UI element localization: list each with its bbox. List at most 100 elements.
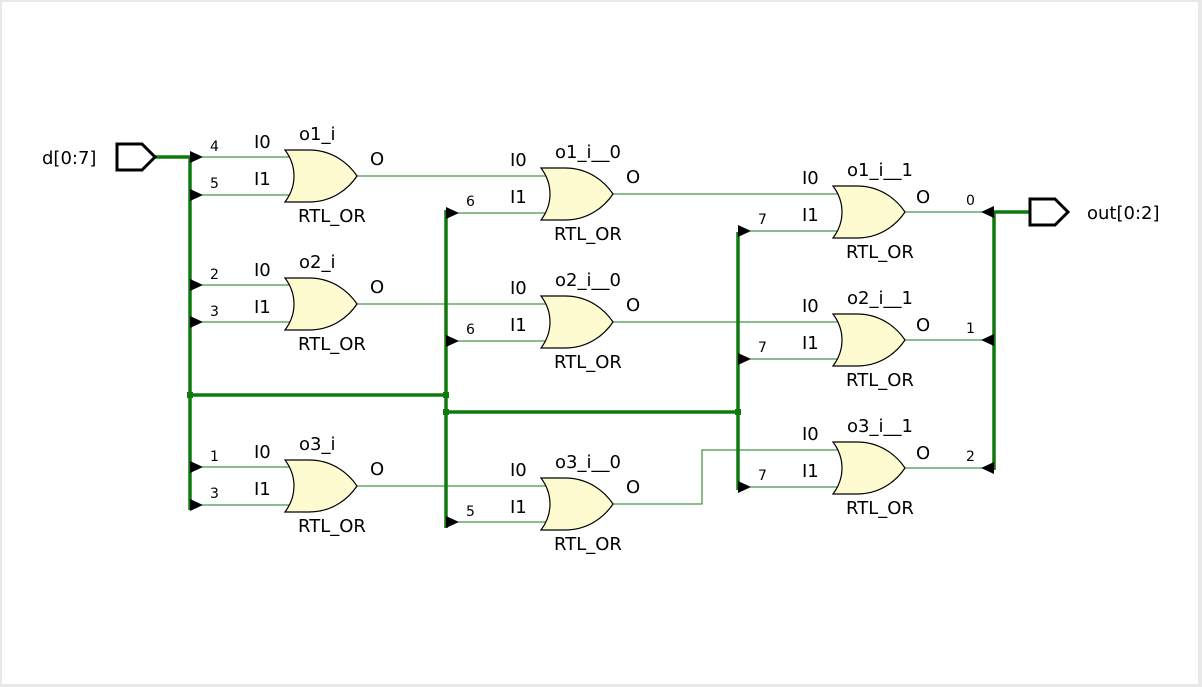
gate-in0-label: I0 bbox=[254, 442, 271, 463]
gate-o3_i__0[interactable]: I0 I1 O o3_i__0 RTL_OR 5 bbox=[466, 452, 640, 555]
output-port-label: out[0:2] bbox=[1087, 203, 1160, 224]
bit-index: 7 bbox=[758, 212, 767, 228]
tap-arrow bbox=[981, 206, 994, 218]
tap-arrow bbox=[981, 334, 994, 346]
gate-in1-label: I1 bbox=[802, 461, 819, 482]
gate-in0-label: I0 bbox=[254, 132, 271, 153]
gate-instance-name: o1_i__1 bbox=[847, 160, 913, 181]
tap-arrow bbox=[190, 316, 203, 328]
gate-in1-label: I1 bbox=[802, 205, 819, 226]
bus-tap-arrows bbox=[190, 151, 994, 528]
bit-index: 2 bbox=[966, 449, 975, 465]
net-wire bbox=[613, 449, 841, 505]
gate-instance-name: o2_i__1 bbox=[847, 288, 913, 309]
input-port-label: d[0:7] bbox=[42, 148, 96, 169]
gate-out-label: O bbox=[916, 187, 930, 208]
gate-out-label: O bbox=[370, 459, 384, 480]
gate-o2_i[interactable]: I0 I1 O o2_i RTL_OR 2 3 bbox=[210, 252, 384, 355]
gate-type-label: RTL_OR bbox=[846, 370, 914, 391]
gate-o2_i__0[interactable]: I0 I1 O o2_i__0 RTL_OR 6 bbox=[466, 270, 640, 373]
gate-o1_i[interactable]: I0 I1 O o1_i RTL_OR 4 5 bbox=[210, 124, 384, 227]
gate-in0-label: I0 bbox=[510, 150, 527, 171]
tap-arrow bbox=[190, 499, 203, 511]
gate-in1-label: I1 bbox=[802, 333, 819, 354]
bit-index: 7 bbox=[758, 468, 767, 484]
tap-arrow bbox=[738, 481, 751, 493]
output-port-shape[interactable] bbox=[1028, 197, 1071, 227]
net-wires bbox=[190, 156, 994, 523]
tap-arrow bbox=[190, 189, 203, 201]
gate-out-label: O bbox=[626, 167, 640, 188]
output-port[interactable]: out[0:2] bbox=[1028, 197, 1160, 227]
bit-index: 2 bbox=[210, 267, 219, 283]
gate-in0-label: I0 bbox=[510, 278, 527, 299]
gate-type-label: RTL_OR bbox=[846, 498, 914, 519]
tap-arrow bbox=[190, 461, 203, 473]
bit-index: 1 bbox=[210, 449, 219, 465]
bit-index: 4 bbox=[210, 139, 219, 155]
tap-arrow bbox=[190, 279, 203, 291]
gate-instance-name: o1_i__0 bbox=[555, 142, 621, 163]
gate-instance-name: o3_i__1 bbox=[847, 416, 913, 437]
tap-arrow bbox=[981, 462, 994, 474]
gate-in1-label: I1 bbox=[510, 497, 527, 518]
gate-in1-label: I1 bbox=[254, 297, 271, 318]
gate-o2_i__1[interactable]: I0 I1 O o2_i__1 RTL_OR 7 1 bbox=[758, 288, 975, 391]
gate-type-label: RTL_OR bbox=[554, 534, 622, 555]
bit-index: 7 bbox=[758, 340, 767, 356]
gate-type-label: RTL_OR bbox=[298, 206, 366, 227]
tap-arrow bbox=[446, 516, 459, 528]
bit-index: 5 bbox=[466, 504, 475, 520]
gate-in0-label: I0 bbox=[510, 460, 527, 481]
tap-arrow bbox=[738, 225, 751, 237]
gate-in1-label: I1 bbox=[254, 169, 271, 190]
bus-junction bbox=[187, 392, 193, 398]
gate-in0-label: I0 bbox=[802, 424, 819, 445]
gate-type-label: RTL_OR bbox=[554, 224, 622, 245]
tap-arrow bbox=[190, 151, 203, 163]
bus-junction bbox=[443, 392, 449, 398]
bit-index: 1 bbox=[966, 321, 975, 337]
gate-instance-name: o3_i__0 bbox=[555, 452, 621, 473]
bit-index: 5 bbox=[210, 176, 219, 192]
gate-o3_i__1[interactable]: I0 I1 O o3_i__1 RTL_OR 7 2 bbox=[758, 416, 975, 519]
bit-index: 3 bbox=[210, 486, 219, 502]
gate-type-label: RTL_OR bbox=[554, 352, 622, 373]
bit-index: 6 bbox=[466, 194, 475, 210]
gate-out-label: O bbox=[370, 149, 384, 170]
gate-instance-name: o3_i bbox=[299, 434, 335, 455]
gate-o1_i__0[interactable]: I0 I1 O o1_i__0 RTL_OR 6 bbox=[466, 142, 640, 245]
bus-junction bbox=[443, 409, 449, 415]
gate-out-label: O bbox=[370, 277, 384, 298]
gate-instance-name: o2_i__0 bbox=[555, 270, 621, 291]
gate-type-label: RTL_OR bbox=[298, 516, 366, 537]
bit-index: 3 bbox=[210, 304, 219, 320]
input-port[interactable]: d[0:7] bbox=[42, 142, 158, 172]
gate-o1_i__1[interactable]: I0 I1 O o1_i__1 RTL_OR 7 0 bbox=[758, 160, 975, 263]
tap-arrow bbox=[738, 353, 751, 365]
gate-out-label: O bbox=[916, 443, 930, 464]
tap-arrow bbox=[446, 207, 459, 219]
gate-out-label: O bbox=[626, 477, 640, 498]
bus-junction bbox=[735, 409, 741, 415]
bit-index: 0 bbox=[966, 193, 975, 209]
gate-in1-label: I1 bbox=[510, 187, 527, 208]
input-port-shape[interactable] bbox=[115, 142, 158, 172]
gate-instance-name: o1_i bbox=[299, 124, 335, 145]
gate-in0-label: I0 bbox=[802, 296, 819, 317]
gate-in0-label: I0 bbox=[802, 168, 819, 189]
gate-out-label: O bbox=[626, 295, 640, 316]
gate-type-label: RTL_OR bbox=[298, 334, 366, 355]
bit-index: 6 bbox=[466, 322, 475, 338]
gate-in1-label: I1 bbox=[510, 315, 527, 336]
tap-arrow bbox=[446, 335, 459, 347]
gate-o3_i[interactable]: I0 I1 O o3_i RTL_OR 1 3 bbox=[210, 434, 384, 537]
gate-type-label: RTL_OR bbox=[846, 242, 914, 263]
gate-out-label: O bbox=[916, 315, 930, 336]
gate-in1-label: I1 bbox=[254, 479, 271, 500]
gate-in0-label: I0 bbox=[254, 260, 271, 281]
gate-instance-name: o2_i bbox=[299, 252, 335, 273]
